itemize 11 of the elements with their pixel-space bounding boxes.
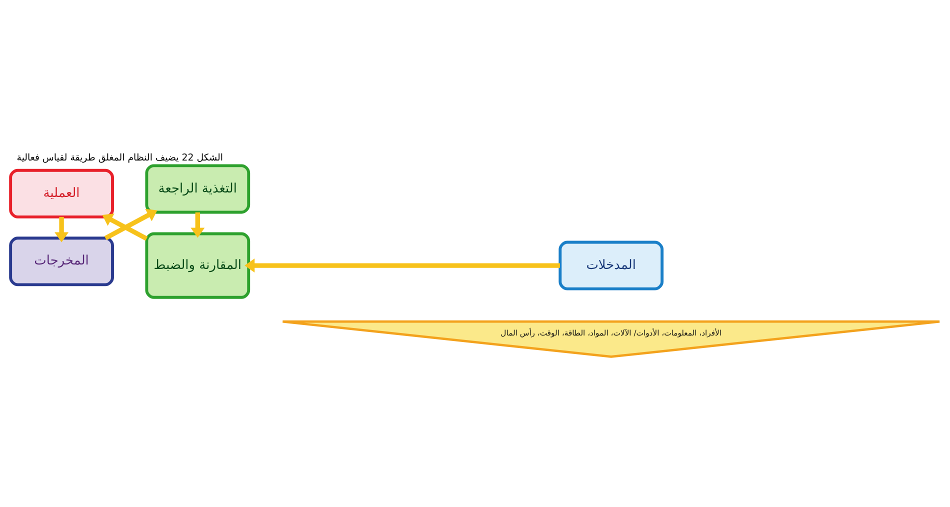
arrow xyxy=(190,212,205,238)
node-box: المخرجات xyxy=(9,236,114,286)
arrow xyxy=(104,208,158,240)
node-box: العملية xyxy=(9,168,114,218)
arrow xyxy=(102,214,148,241)
node-box: التغذية الراجعة xyxy=(145,164,250,214)
arrow xyxy=(54,216,69,242)
diagram-title: الشكل 22 يضيف النظام المغلق طريقة لقياس فعالية xyxy=(16,152,223,164)
arrow xyxy=(244,258,560,273)
node-box: المقارنة والضبط xyxy=(145,232,250,299)
node-box: المدخلات xyxy=(558,240,664,290)
